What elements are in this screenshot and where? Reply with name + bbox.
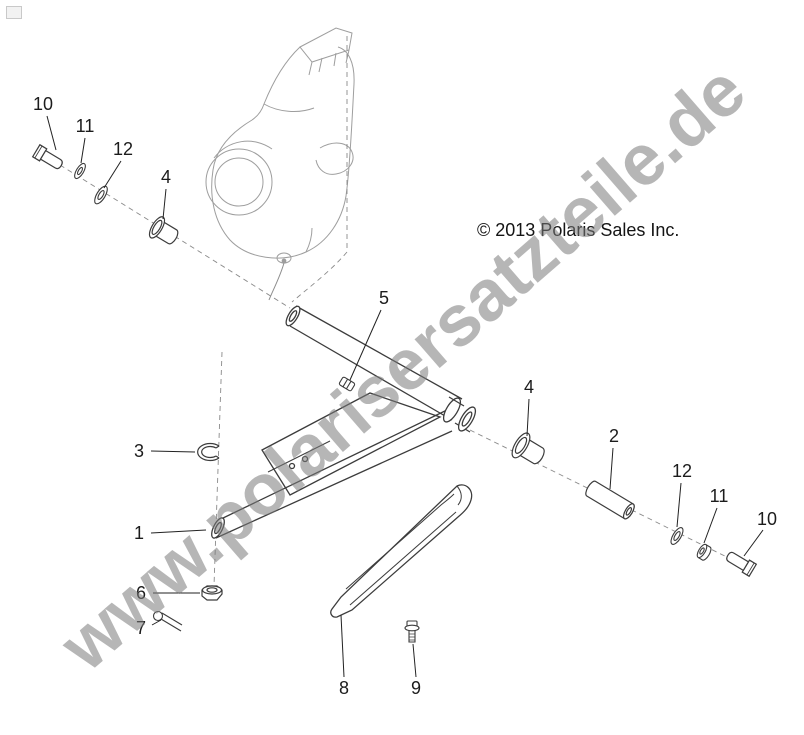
callout-12-right: 12 bbox=[671, 461, 693, 481]
bolt-part-upper-left bbox=[31, 143, 63, 170]
callout-7: 7 bbox=[135, 618, 147, 638]
clip-part-5 bbox=[338, 376, 356, 392]
cotter-pin-part-7 bbox=[152, 610, 183, 632]
callout-10-right: 10 bbox=[756, 509, 778, 529]
callout-9: 9 bbox=[410, 678, 422, 698]
steering-knuckle-drawing bbox=[205, 27, 355, 301]
callout-3: 3 bbox=[133, 441, 145, 461]
callout-1: 1 bbox=[133, 523, 145, 543]
washer-part-right-12 bbox=[670, 527, 684, 545]
callout-5: 5 bbox=[378, 288, 390, 308]
callout-11-right: 11 bbox=[709, 486, 729, 506]
a-arm-drawing bbox=[211, 305, 477, 539]
callout-4-upper-left: 4 bbox=[160, 167, 172, 187]
small-image-placeholder-icon bbox=[6, 6, 22, 19]
washer-part-upper-left-11 bbox=[74, 162, 86, 180]
callout-4-right: 4 bbox=[523, 377, 535, 397]
callout-6: 6 bbox=[135, 583, 147, 603]
leader-lines bbox=[46, 115, 764, 678]
callout-11-upper-left: 11 bbox=[75, 116, 95, 136]
copyright-text: © 2013 Polaris Sales Inc. bbox=[477, 220, 680, 240]
guard-bracket-drawing bbox=[330, 484, 473, 618]
retaining-ring-part-3 bbox=[197, 442, 220, 462]
assembly-axis-lines bbox=[59, 36, 748, 587]
callout-10-upper-left: 10 bbox=[32, 94, 54, 114]
bushing-part-right bbox=[511, 432, 545, 465]
callout-8: 8 bbox=[338, 678, 350, 698]
bolt-part-lower-right bbox=[726, 551, 758, 578]
washer-part-upper-left-12 bbox=[94, 185, 108, 205]
washer-part-right-11 bbox=[696, 543, 712, 561]
callout-2: 2 bbox=[608, 426, 620, 446]
nut-part-6 bbox=[201, 585, 223, 601]
callout-12-upper-left: 12 bbox=[112, 139, 134, 159]
bolt-part-9 bbox=[404, 620, 420, 643]
bushing-part-upper-left bbox=[148, 216, 179, 245]
